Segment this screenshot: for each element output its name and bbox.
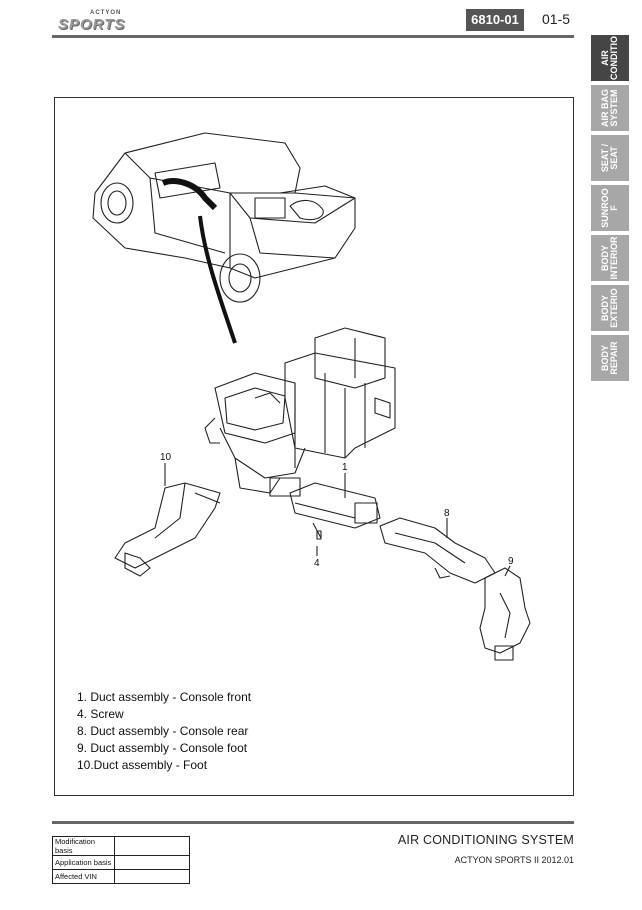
footer-subtitle: ACTYON SPORTS II 2012.01 xyxy=(454,855,574,865)
legend-item: 1. Duct assembly - Console front xyxy=(77,690,252,704)
pickup-truck-illustration xyxy=(92,132,356,303)
tab-body-interior[interactable]: BODY INTERIOR xyxy=(590,234,630,282)
table-value xyxy=(114,855,190,870)
tab-label: AIR CONDITIO xyxy=(600,36,619,80)
section-code-badge: 6810-01 xyxy=(466,9,524,31)
tab-label: SEAT / SEAT xyxy=(600,143,619,173)
legend-item: 10.Duct assembly - Foot xyxy=(77,758,208,772)
tab-sunroof[interactable]: SUNROO F xyxy=(590,184,630,232)
table-label: Application basis xyxy=(52,855,115,870)
modification-info-table: Modification basis Application basis Aff… xyxy=(52,836,190,884)
parts-legend: 1. Duct assembly - Console front 4. Scre… xyxy=(77,689,251,774)
table-label: Modification basis xyxy=(52,836,115,856)
callout-1: 1 xyxy=(342,462,348,473)
tab-seat[interactable]: SEAT / SEAT xyxy=(590,134,630,182)
page-number: 01-5 xyxy=(542,11,571,27)
logo-main-text: SPORTS xyxy=(58,16,126,33)
table-row: Modification basis xyxy=(52,836,190,856)
table-value xyxy=(114,869,190,884)
duct-assembly-diagram: 10 1 4 8 9 xyxy=(92,132,531,661)
part-4-screw xyxy=(312,522,322,540)
callout-4: 4 xyxy=(314,558,320,569)
legend-item: 8. Duct assembly - Console rear xyxy=(77,724,249,738)
footer-title: AIR CONDITIONING SYSTEM xyxy=(397,833,574,847)
callout-8: 8 xyxy=(444,508,450,519)
tab-body-repair[interactable]: BODY REPAIR xyxy=(590,334,630,382)
tab-label: BODY REPAIR xyxy=(600,341,619,375)
part-8-console-rear-duct xyxy=(379,517,496,584)
logo-top-text: ACTYON xyxy=(90,10,122,16)
part-1-console-front-duct xyxy=(289,482,381,529)
part-9-console-foot-duct xyxy=(479,567,531,661)
tab-label: SUNROO F xyxy=(600,188,619,228)
exploded-view-figure: 10 1 4 8 9 1. Duct assembly - Console fr… xyxy=(54,97,574,796)
callout-10: 10 xyxy=(160,452,172,463)
table-value xyxy=(114,836,190,856)
tab-label: BODY INTERIOR xyxy=(600,236,619,280)
tab-air-bag-system[interactable]: AIR BAG SYSTEM xyxy=(590,84,630,132)
tab-label: AIR BAG SYSTEM xyxy=(600,89,619,127)
tab-air-conditioning[interactable]: AIR CONDITIO xyxy=(590,34,630,82)
table-row: Application basis xyxy=(52,855,190,870)
table-row: Affected VIN xyxy=(52,869,190,884)
header-divider xyxy=(52,35,574,38)
actyon-sports-logo: ACTYON SPORTS xyxy=(56,10,140,33)
tab-label: BODY EXTERIO xyxy=(600,288,619,328)
table-label: Affected VIN xyxy=(52,869,115,884)
part-10-foot-duct xyxy=(114,482,221,577)
footer-divider xyxy=(52,821,574,824)
callout-9: 9 xyxy=(508,556,514,567)
legend-item: 4. Screw xyxy=(77,707,124,721)
page-header: ACTYON SPORTS 6810-01 01-5 xyxy=(52,6,584,36)
tab-body-exterior[interactable]: BODY EXTERIO xyxy=(590,284,630,332)
hvac-unit-illustration xyxy=(204,327,396,497)
legend-item: 9. Duct assembly - Console foot xyxy=(77,741,248,755)
